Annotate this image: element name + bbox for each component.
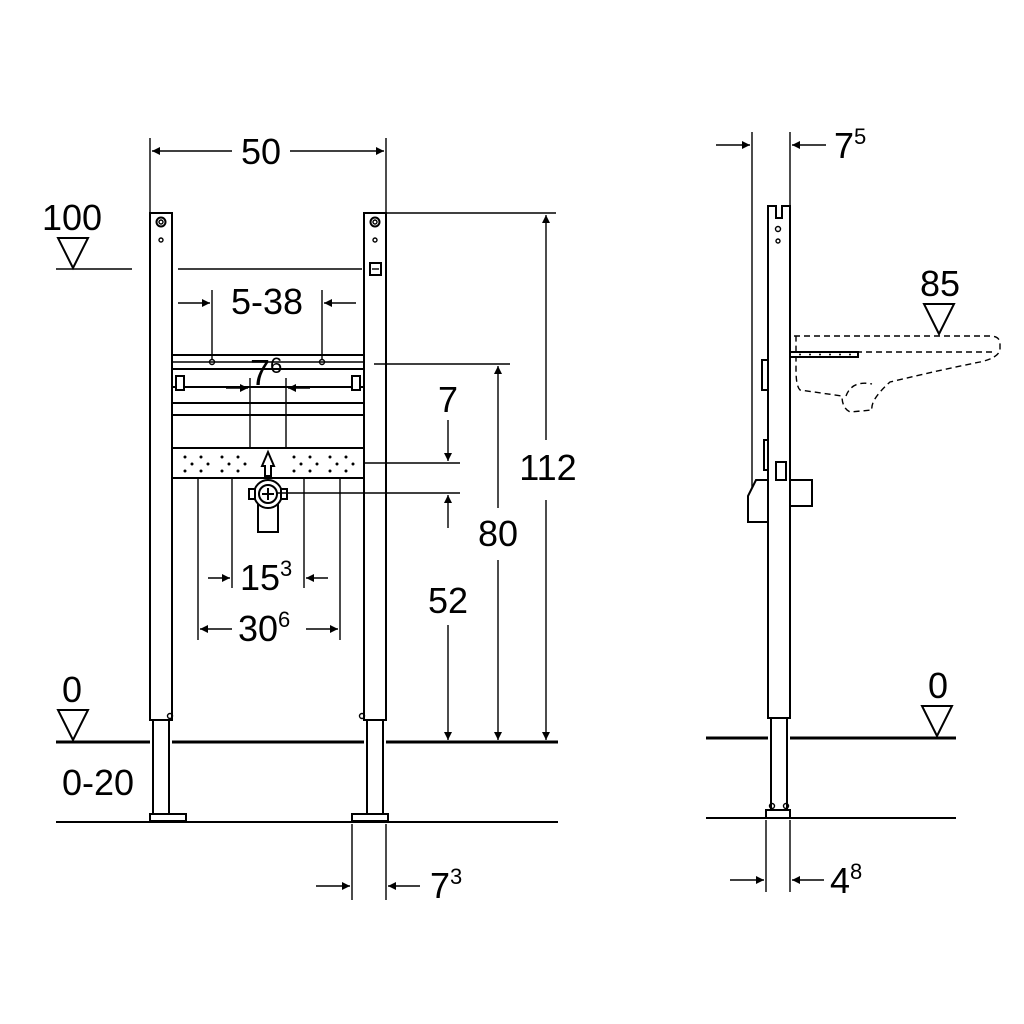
label-30-6: 306 [238,607,290,649]
label-floor-range: 0-20 [62,762,134,803]
label-level-85: 85 [920,263,960,304]
level-marker-100: 100 [42,197,362,271]
drain-fitting [248,449,288,533]
label-height-52: 52 [428,580,468,621]
side-bracket [789,479,813,507]
side-upright [747,205,813,819]
label-7-6: 76 [250,352,282,393]
right-foot [351,813,389,822]
level-marker-85: 85 [920,263,960,337]
label-level-100: 100 [42,197,102,238]
dim-width-50: 50 [149,131,387,215]
left-foot [149,813,187,822]
washbasin-outline [789,335,1001,413]
label-level-0-side: 0 [928,665,948,706]
label-height-112: 112 [519,447,576,488]
front-view: 50 100 [42,131,577,906]
dim-4-8: 48 [730,820,862,901]
side-view: 75 [706,124,1001,901]
label-range-5-38: 5-38 [231,281,303,322]
label-width-50: 50 [241,131,281,172]
level-marker-0-front: 0 [56,669,558,744]
label-dim-7: 7 [438,379,458,420]
dim-30-6: 306 [197,478,341,649]
level-triangle-100 [56,237,90,271]
label-height-80: 80 [478,513,518,554]
floor-range: 0-20 [56,762,558,823]
side-trap [747,479,769,523]
dim-7-5: 75 [716,124,866,490]
right-upright [351,212,389,822]
label-level-0-front: 0 [62,669,82,710]
label-7-5: 75 [834,124,866,166]
dim-range-5-38: 5-38 [178,281,356,360]
dim-15-3: 153 [208,478,328,598]
level-marker-0-side: 0 [706,665,956,819]
label-7-3: 73 [430,864,462,906]
upper-crossbar [171,354,365,416]
label-15-3: 153 [240,556,292,598]
label-4-8: 48 [830,859,862,901]
dim-7-3: 73 [316,824,462,906]
left-upright [149,212,187,822]
dim-7-6: 76 [226,352,310,458]
dim-vertical-set: 112 80 7 52 [276,212,577,740]
